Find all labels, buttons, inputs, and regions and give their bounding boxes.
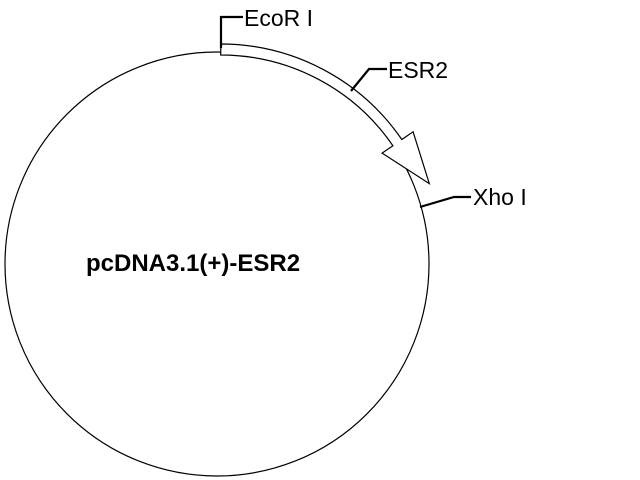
insert-label-marker <box>350 67 387 92</box>
ecori-site-label: EcoR I <box>244 5 313 31</box>
insert-label: ESR2 <box>388 57 448 83</box>
ecori-site-marker <box>219 15 243 48</box>
plasmid-name: pcDNA3.1(+)-ESR2 <box>86 250 300 277</box>
xhoi-site-label: Xho I <box>473 184 527 210</box>
plasmid-backbone <box>4 51 430 477</box>
xhoi-site-marker <box>419 195 471 209</box>
insert-arrow <box>220 43 431 186</box>
